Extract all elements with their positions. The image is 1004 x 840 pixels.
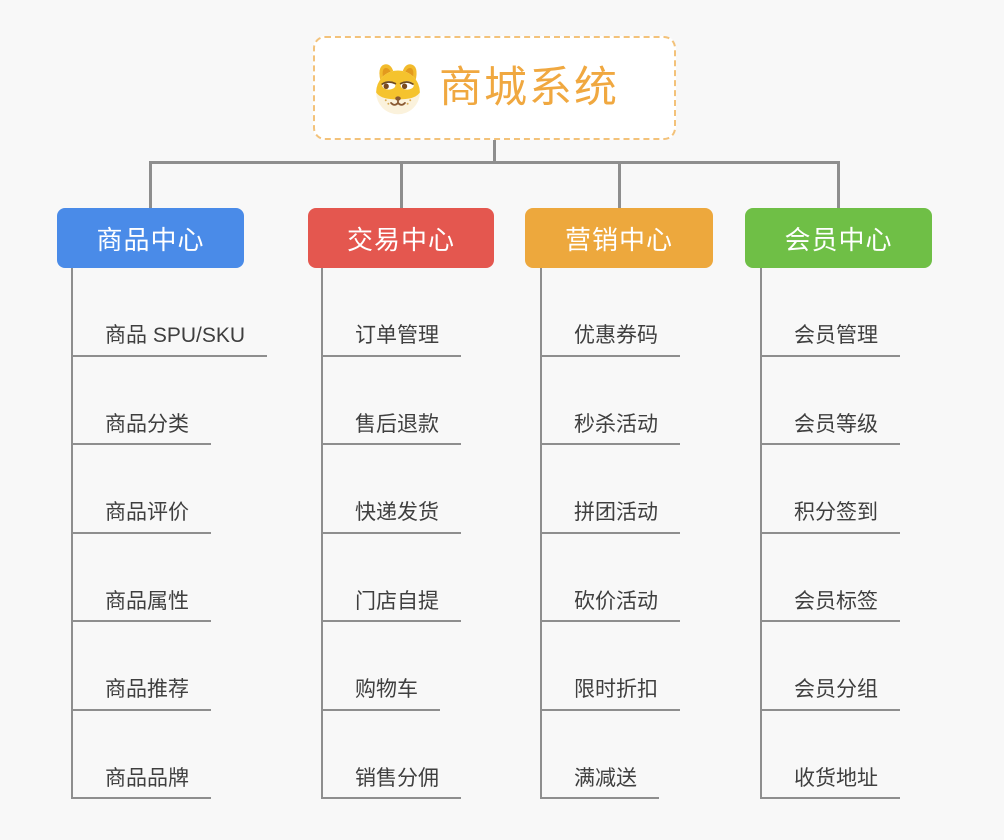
connector-drop-3 [618, 161, 621, 208]
child-row: 商品分类 [71, 357, 211, 445]
leaf-node[interactable]: 购物车 [321, 677, 440, 711]
leaf-node[interactable]: 收货地址 [760, 766, 900, 799]
leaf-node[interactable]: 商品分类 [71, 412, 211, 445]
child-row: 拼团活动 [540, 445, 680, 534]
child-row: 快递发货 [321, 445, 461, 534]
child-row: 商品属性 [71, 534, 211, 622]
branch-label: 营销中心 [564, 224, 673, 255]
connector-rail [149, 161, 840, 164]
leaf-node[interactable]: 销售分佣 [321, 766, 461, 799]
child-row: 商品评价 [71, 445, 211, 534]
child-row: 商品推荐 [71, 622, 211, 711]
branch-children-product-center: 商品 SPU/SKU 商品分类 商品评价 商品属性 商品推荐 商品品牌 [71, 268, 268, 799]
leaf-node[interactable]: 订单管理 [321, 323, 461, 357]
leaf-node[interactable]: 售后退款 [321, 412, 461, 445]
branch-node-member-center[interactable]: 会员中心 [745, 208, 932, 268]
leaf-node[interactable]: 会员标签 [760, 589, 900, 622]
leaf-node[interactable]: 门店自提 [321, 589, 461, 622]
leaf-node[interactable]: 限时折扣 [540, 677, 680, 711]
branch-label: 商品中心 [96, 224, 205, 255]
doge-icon [376, 64, 420, 115]
branch-children-member-center: 会员管理 会员等级 积分签到 会员标签 会员分组 收货地址 [760, 268, 900, 799]
child-row: 会员管理 [760, 268, 900, 357]
leaf-node[interactable]: 会员分组 [760, 677, 900, 711]
leaf-node[interactable]: 满减送 [540, 766, 659, 799]
child-row: 商品品牌 [71, 711, 211, 799]
child-row: 优惠券码 [540, 268, 680, 357]
child-row: 销售分佣 [321, 711, 461, 799]
leaf-node[interactable]: 商品品牌 [71, 766, 211, 799]
child-row: 满减送 [540, 711, 659, 799]
connector-drop-4 [837, 161, 840, 208]
leaf-node[interactable]: 会员管理 [760, 323, 900, 357]
child-row: 订单管理 [321, 268, 461, 357]
child-row: 商品 SPU/SKU [71, 268, 268, 357]
leaf-node[interactable]: 秒杀活动 [540, 412, 680, 445]
branch-node-trade-center[interactable]: 交易中心 [308, 208, 494, 268]
leaf-node[interactable]: 积分签到 [760, 500, 900, 534]
connector-column-rail-4 [760, 268, 762, 799]
connector-column-rail-2 [321, 268, 323, 799]
connector-drop-1 [149, 161, 152, 208]
connector-column-rail-3 [540, 268, 542, 799]
child-row: 积分签到 [760, 445, 900, 534]
child-row: 会员等级 [760, 357, 900, 445]
child-row: 限时折扣 [540, 622, 680, 711]
leaf-node[interactable]: 商品评价 [71, 500, 211, 534]
leaf-node[interactable]: 商品 SPU/SKU [71, 323, 268, 357]
leaf-node[interactable]: 快递发货 [321, 500, 461, 534]
child-row: 购物车 [321, 622, 440, 711]
child-row: 收货地址 [760, 711, 900, 799]
branch-node-marketing-center[interactable]: 营销中心 [525, 208, 713, 268]
child-row: 砍价活动 [540, 534, 680, 622]
branch-label: 交易中心 [346, 224, 455, 255]
root-node[interactable]: 商城系统 [313, 36, 676, 140]
branch-node-product-center[interactable]: 商品中心 [57, 208, 244, 268]
child-row: 秒杀活动 [540, 357, 680, 445]
leaf-node[interactable]: 拼团活动 [540, 500, 680, 534]
child-row: 售后退款 [321, 357, 461, 445]
connector-column-rail-1 [71, 268, 73, 799]
leaf-node[interactable]: 优惠券码 [540, 323, 680, 357]
leaf-node[interactable]: 商品属性 [71, 589, 211, 622]
connector-root-stub [493, 140, 496, 163]
leaf-node[interactable]: 会员等级 [760, 412, 900, 445]
connector-drop-2 [400, 161, 403, 208]
leaf-node[interactable]: 砍价活动 [540, 589, 680, 622]
child-row: 会员标签 [760, 534, 900, 622]
root-title: 商城系统 [439, 63, 619, 112]
child-row: 会员分组 [760, 622, 900, 711]
branch-children-trade-center: 订单管理 售后退款 快递发货 门店自提 购物车 销售分佣 [321, 268, 461, 799]
leaf-node[interactable]: 商品推荐 [71, 677, 211, 711]
branch-children-marketing-center: 优惠券码 秒杀活动 拼团活动 砍价活动 限时折扣 满减送 [540, 268, 680, 799]
child-row: 门店自提 [321, 534, 461, 622]
branch-label: 会员中心 [784, 224, 893, 255]
